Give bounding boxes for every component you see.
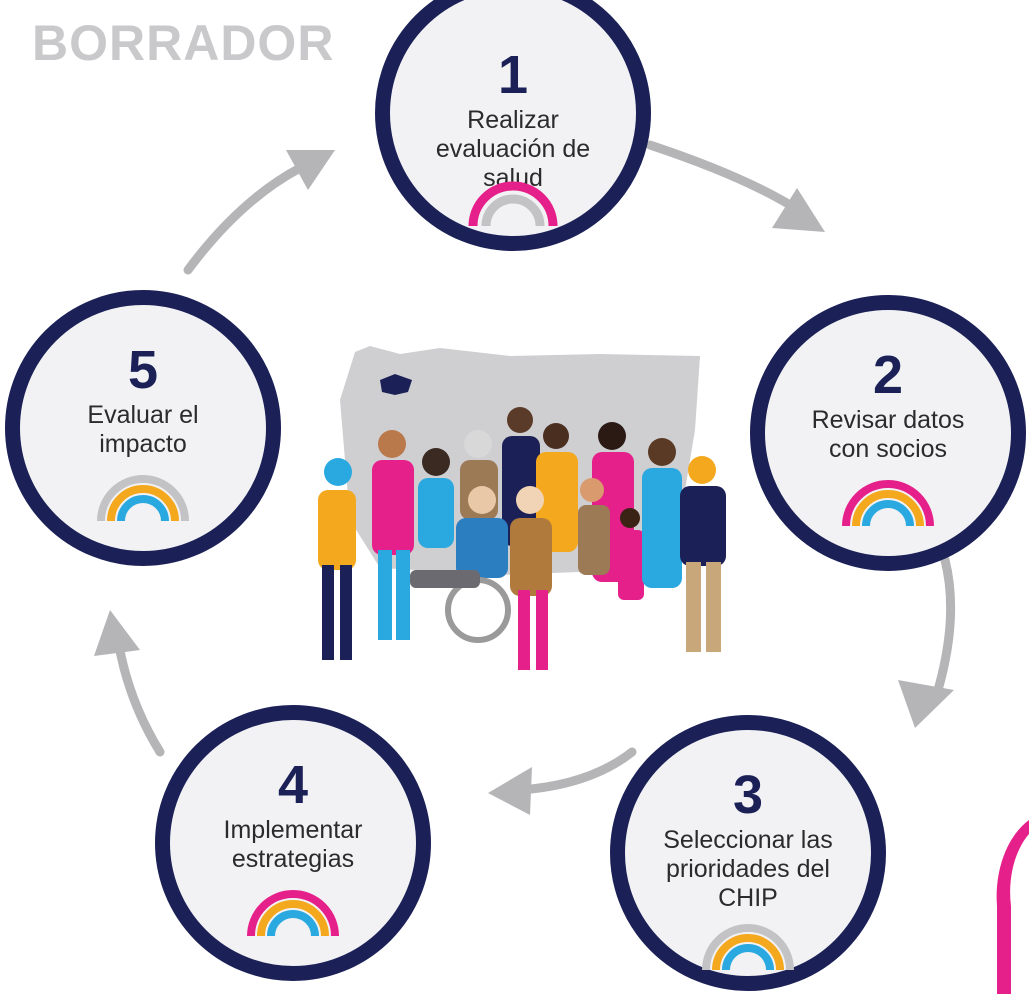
step-1-label: Realizar evaluación de salud (435, 106, 591, 192)
arrow-2-to-3 (930, 555, 956, 705)
step-5-number: 5 (127, 340, 159, 400)
gray-orange-blue-rainbow-icon (702, 924, 794, 970)
step-3-number: 3 (732, 765, 764, 825)
step-5-circle: 5 Evaluar el impacto (5, 290, 281, 566)
arrowhead-1 (772, 188, 825, 232)
step-5-label: Evaluar el impacto (87, 401, 199, 458)
step-2-circle: 2 Revisar datos con socios (750, 295, 1026, 571)
pink-gray-rainbow-icon (468, 181, 558, 226)
arrow-4-to-5 (113, 635, 165, 757)
arrowhead-3 (488, 767, 532, 815)
map-marker-shape (380, 374, 412, 395)
step-4-circle: 4 Implementar estrategias (155, 705, 431, 981)
draft-watermark: BORRADOR (32, 15, 335, 71)
pink-orange-blue-rainbow-icon (247, 890, 339, 936)
gray-orange-blue-rainbow-icon (97, 475, 189, 521)
step-1-number: 1 (497, 45, 529, 105)
arrowhead-4 (94, 610, 140, 656)
step-2-number: 2 (872, 345, 904, 405)
step-4-label: Implementar estrategias (223, 816, 363, 873)
arrowhead-2 (898, 680, 954, 728)
people-group (318, 407, 726, 670)
arrowhead-5 (286, 150, 335, 190)
step-2-label: Revisar datos con socios (811, 406, 965, 463)
pink-orange-blue-rainbow-icon (842, 480, 934, 526)
step-3-label: Seleccionar las prioridades del CHIP (663, 826, 833, 912)
arrow-3-to-4 (515, 747, 637, 795)
step-4-number: 4 (277, 755, 309, 815)
partial-rainbow-icon (996, 820, 1029, 994)
arrow-1-to-2 (645, 140, 795, 210)
community-people-illustration (318, 346, 726, 670)
step-3-circle: 3 Seleccionar las prioridades del CHIP (610, 715, 886, 991)
arrow-5-to-1 (183, 163, 305, 275)
